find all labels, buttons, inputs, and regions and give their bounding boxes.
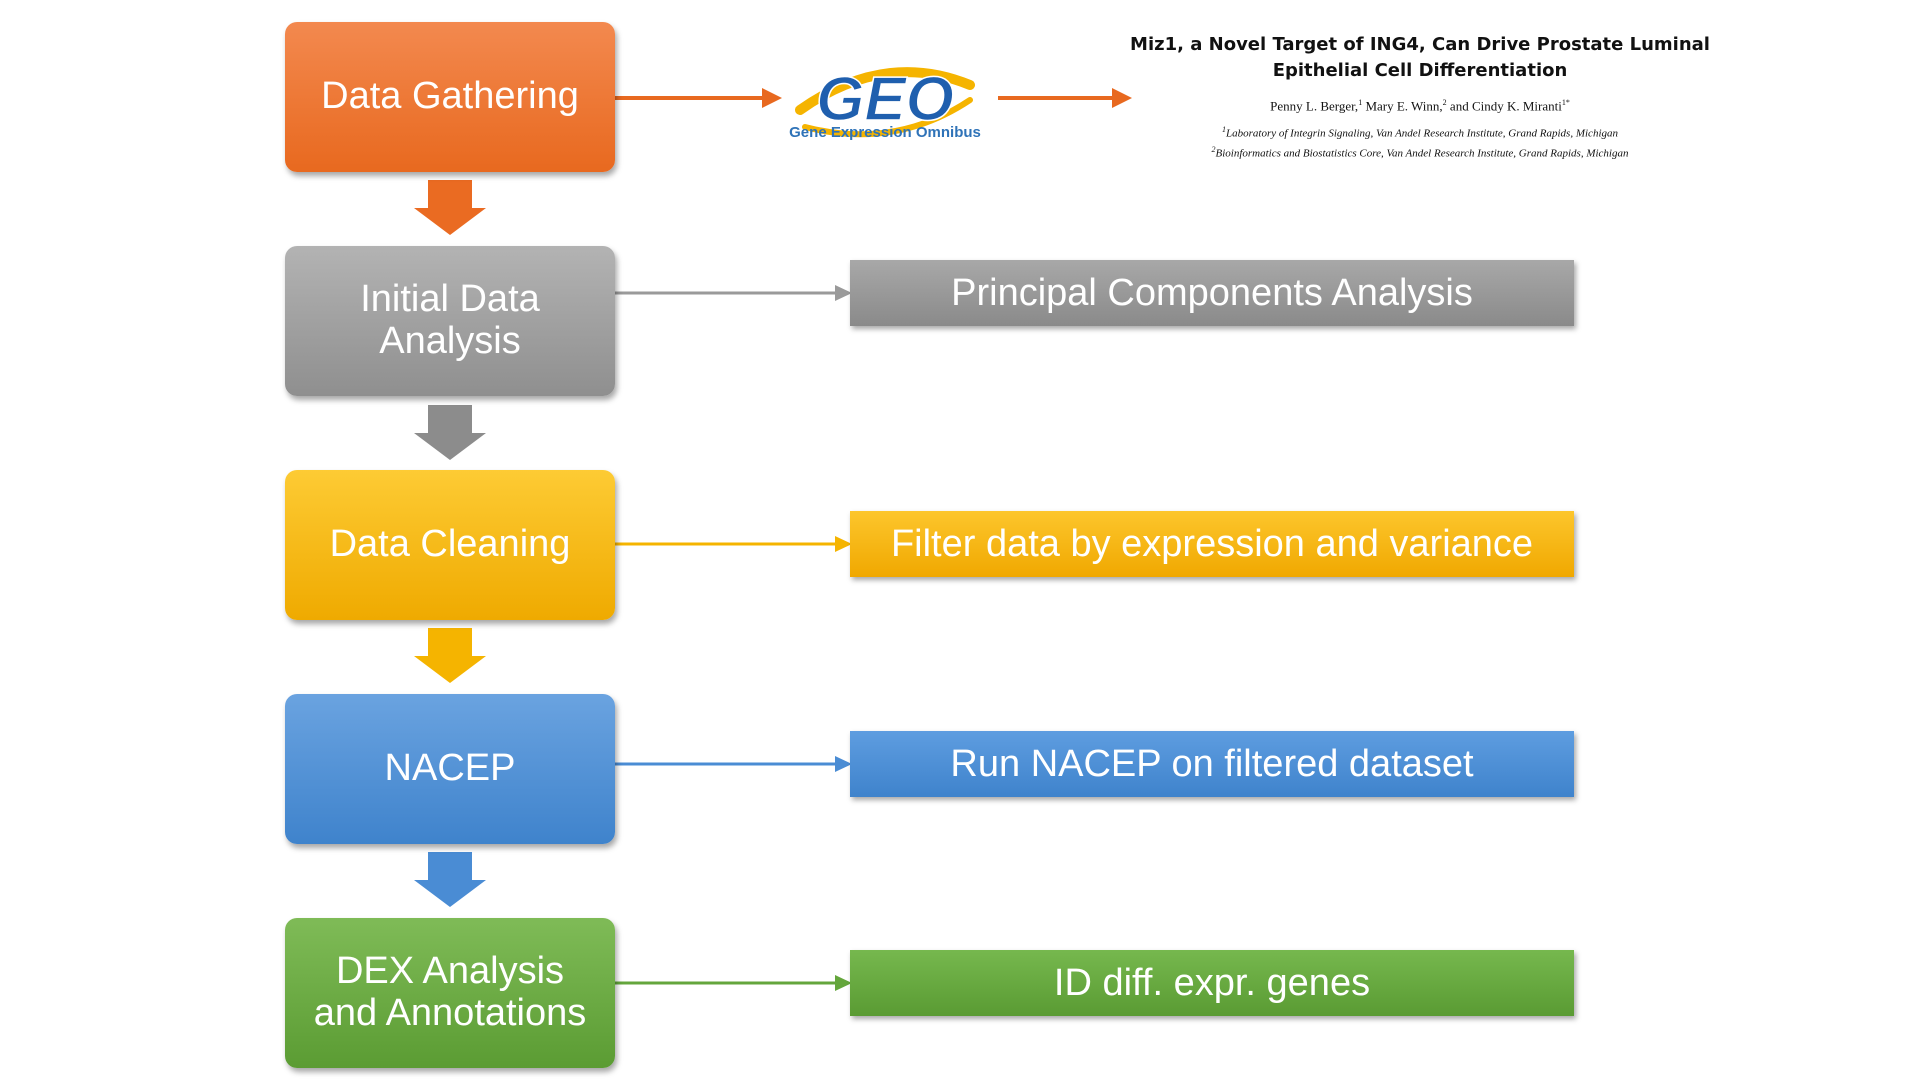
analysis-to-pca-arrow	[615, 285, 852, 301]
affiliation: 1Laboratory of Integrin Signaling, Van A…	[1110, 122, 1730, 142]
cleaning-to-filter-arrow	[615, 536, 852, 552]
result-pca: Principal Components Analysis	[850, 260, 1574, 326]
result-run-nacep: Run NACEP on filtered dataset	[850, 731, 1574, 797]
geo-logo: GEO	[795, 64, 975, 138]
affiliation: 2Bioinformatics and Biostatistics Core, …	[1110, 142, 1730, 162]
paper-authors: Penny L. Berger,1 Mary E. Winn,2 and Cin…	[1110, 98, 1730, 114]
down-arrow-1	[414, 180, 486, 235]
step-initial-data-analysis: Initial Data Analysis	[285, 246, 615, 396]
paper-affiliations: 1Laboratory of Integrin Signaling, Van A…	[1110, 122, 1730, 161]
paper-title: Miz1, a Novel Target of ING4, Can Drive …	[1110, 32, 1730, 84]
author-name: Mary E. Winn,	[1362, 98, 1443, 114]
step-dex-analysis: DEX Analysis and Annotations	[285, 918, 615, 1068]
step-data-gathering: Data Gathering	[285, 22, 615, 172]
affiliation-sup: 1	[1222, 125, 1226, 135]
paper-title-line-1: Miz1, a Novel Target of ING4, Can Drive …	[1130, 34, 1710, 55]
author-name: and Cindy K. Miranti	[1446, 98, 1562, 114]
geo-logo-text: GEO	[816, 65, 954, 134]
down-arrow-2	[414, 405, 486, 460]
geo-to-paper-arrow	[998, 88, 1132, 108]
author-sup: 2	[1442, 98, 1447, 107]
paper-citation: Miz1, a Novel Target of ING4, Can Drive …	[1110, 32, 1730, 162]
step-data-cleaning: Data Cleaning	[285, 470, 615, 620]
nacep-to-run-arrow	[615, 756, 852, 772]
author-sup: 1	[1358, 98, 1363, 107]
down-arrow-4	[414, 852, 486, 907]
geo-caption: Gene Expression Omnibus	[789, 124, 981, 141]
gather-to-geo-arrow	[615, 88, 782, 108]
down-arrow-3	[414, 628, 486, 683]
result-filter: Filter data by expression and variance	[850, 511, 1574, 577]
step-nacep: NACEP	[285, 694, 615, 844]
author-sup: 1*	[1561, 98, 1570, 107]
paper-title-line-2: Epithelial Cell Differentiation	[1272, 60, 1568, 81]
affiliation-sup: 2	[1211, 144, 1216, 154]
affiliation-text: Laboratory of Integrin Signaling, Van An…	[1226, 127, 1618, 140]
result-id-genes: ID diff. expr. genes	[850, 950, 1574, 1016]
affiliation-text: Bioinformatics and Biostatistics Core, V…	[1215, 147, 1629, 160]
author-name: Penny L. Berger,	[1270, 98, 1359, 114]
dex-to-genes-arrow	[615, 975, 852, 991]
